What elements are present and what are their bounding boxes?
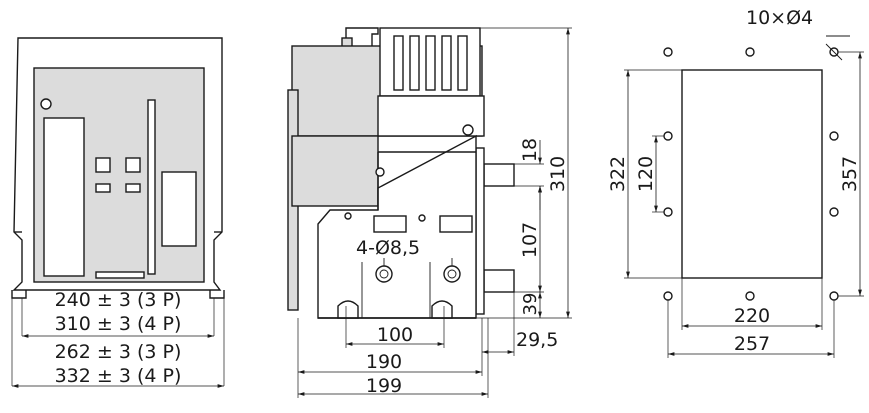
- side-terminal-top: [483, 163, 515, 187]
- front-window-right: [161, 171, 197, 247]
- side-terminal-bottom: [483, 269, 515, 293]
- side-foot-left: [337, 300, 359, 319]
- front-indicator: [40, 98, 52, 110]
- side-dim-39: 39: [520, 293, 541, 316]
- front-dim-4: 332 ± 3 (4 P): [55, 365, 182, 387]
- side-vent-5: [457, 35, 468, 91]
- front-dim-1: 240 ± 3 (3 P): [55, 289, 182, 311]
- side-dim-29-5: 29,5: [516, 329, 558, 351]
- cutout-hole: [663, 207, 673, 217]
- side-hole-left: [375, 265, 393, 283]
- side-vent-1: [393, 35, 404, 91]
- front-view: 240 ± 3 (3 P) 310 ± 3 (4 P) 262 ± 3 (3 P…: [11, 37, 225, 388]
- side-top-handle: [345, 27, 379, 46]
- front-button-2[interactable]: [125, 157, 141, 173]
- front-dim-3: 262 ± 3 (3 P): [55, 341, 182, 363]
- side-dim-199: 199: [366, 375, 402, 397]
- cutout-rect: [681, 69, 823, 279]
- front-window-left: [43, 117, 85, 277]
- front-slot: [147, 99, 156, 275]
- side-dim-holes: 4-Ø8,5: [356, 237, 420, 259]
- cutout-hole: [663, 47, 673, 57]
- side-vent-4: [441, 35, 452, 91]
- side-label-left: [373, 215, 407, 233]
- side-dim-18: 18: [519, 138, 541, 162]
- side-dim-107: 107: [519, 222, 541, 258]
- cutout-dim-257: 257: [734, 333, 770, 355]
- cutout-hole: [745, 291, 755, 301]
- cutout-dim-holes: 10×Ø4: [746, 7, 813, 29]
- cutout-view: 10×Ø4 322 120 357 220 257: [607, 7, 864, 358]
- front-button-1[interactable]: [95, 157, 111, 173]
- front-dim-2: 310 ± 3 (4 P): [55, 313, 182, 335]
- side-foot-right: [431, 300, 453, 319]
- cutout-hole: [829, 207, 839, 217]
- cutout-dim-357: 357: [839, 156, 861, 192]
- cutout-hole: [663, 131, 673, 141]
- front-foot-left: [11, 290, 27, 299]
- side-dim-100: 100: [377, 324, 413, 346]
- side-hole-left-inner: [379, 269, 389, 279]
- side-hole-right-inner: [447, 269, 457, 279]
- side-dim-310: 310: [547, 156, 569, 192]
- side-vent-3: [425, 35, 436, 91]
- side-vent-2: [409, 35, 420, 91]
- side-body-mid: [291, 135, 379, 207]
- front-bottom-bar: [95, 271, 145, 279]
- front-button-3[interactable]: [95, 183, 111, 193]
- cutout-dim-220: 220: [734, 305, 770, 327]
- side-view: 4-Ø8,5 100 190 29,5 199 310 18 107 39: [287, 27, 572, 398]
- cutout-dim-322: 322: [607, 156, 629, 192]
- front-foot-right: [209, 290, 225, 299]
- front-button-4[interactable]: [125, 183, 141, 193]
- side-dim-190: 190: [366, 351, 402, 373]
- cutout-hole: [829, 131, 839, 141]
- cutout-hole: [663, 291, 673, 301]
- cutout-hole: [829, 291, 839, 301]
- side-label-right: [439, 215, 473, 233]
- side-mid-pivot: [462, 124, 474, 136]
- side-hole-right: [443, 265, 461, 283]
- cutout-dim-120: 120: [635, 156, 657, 192]
- cutout-hole: [745, 47, 755, 57]
